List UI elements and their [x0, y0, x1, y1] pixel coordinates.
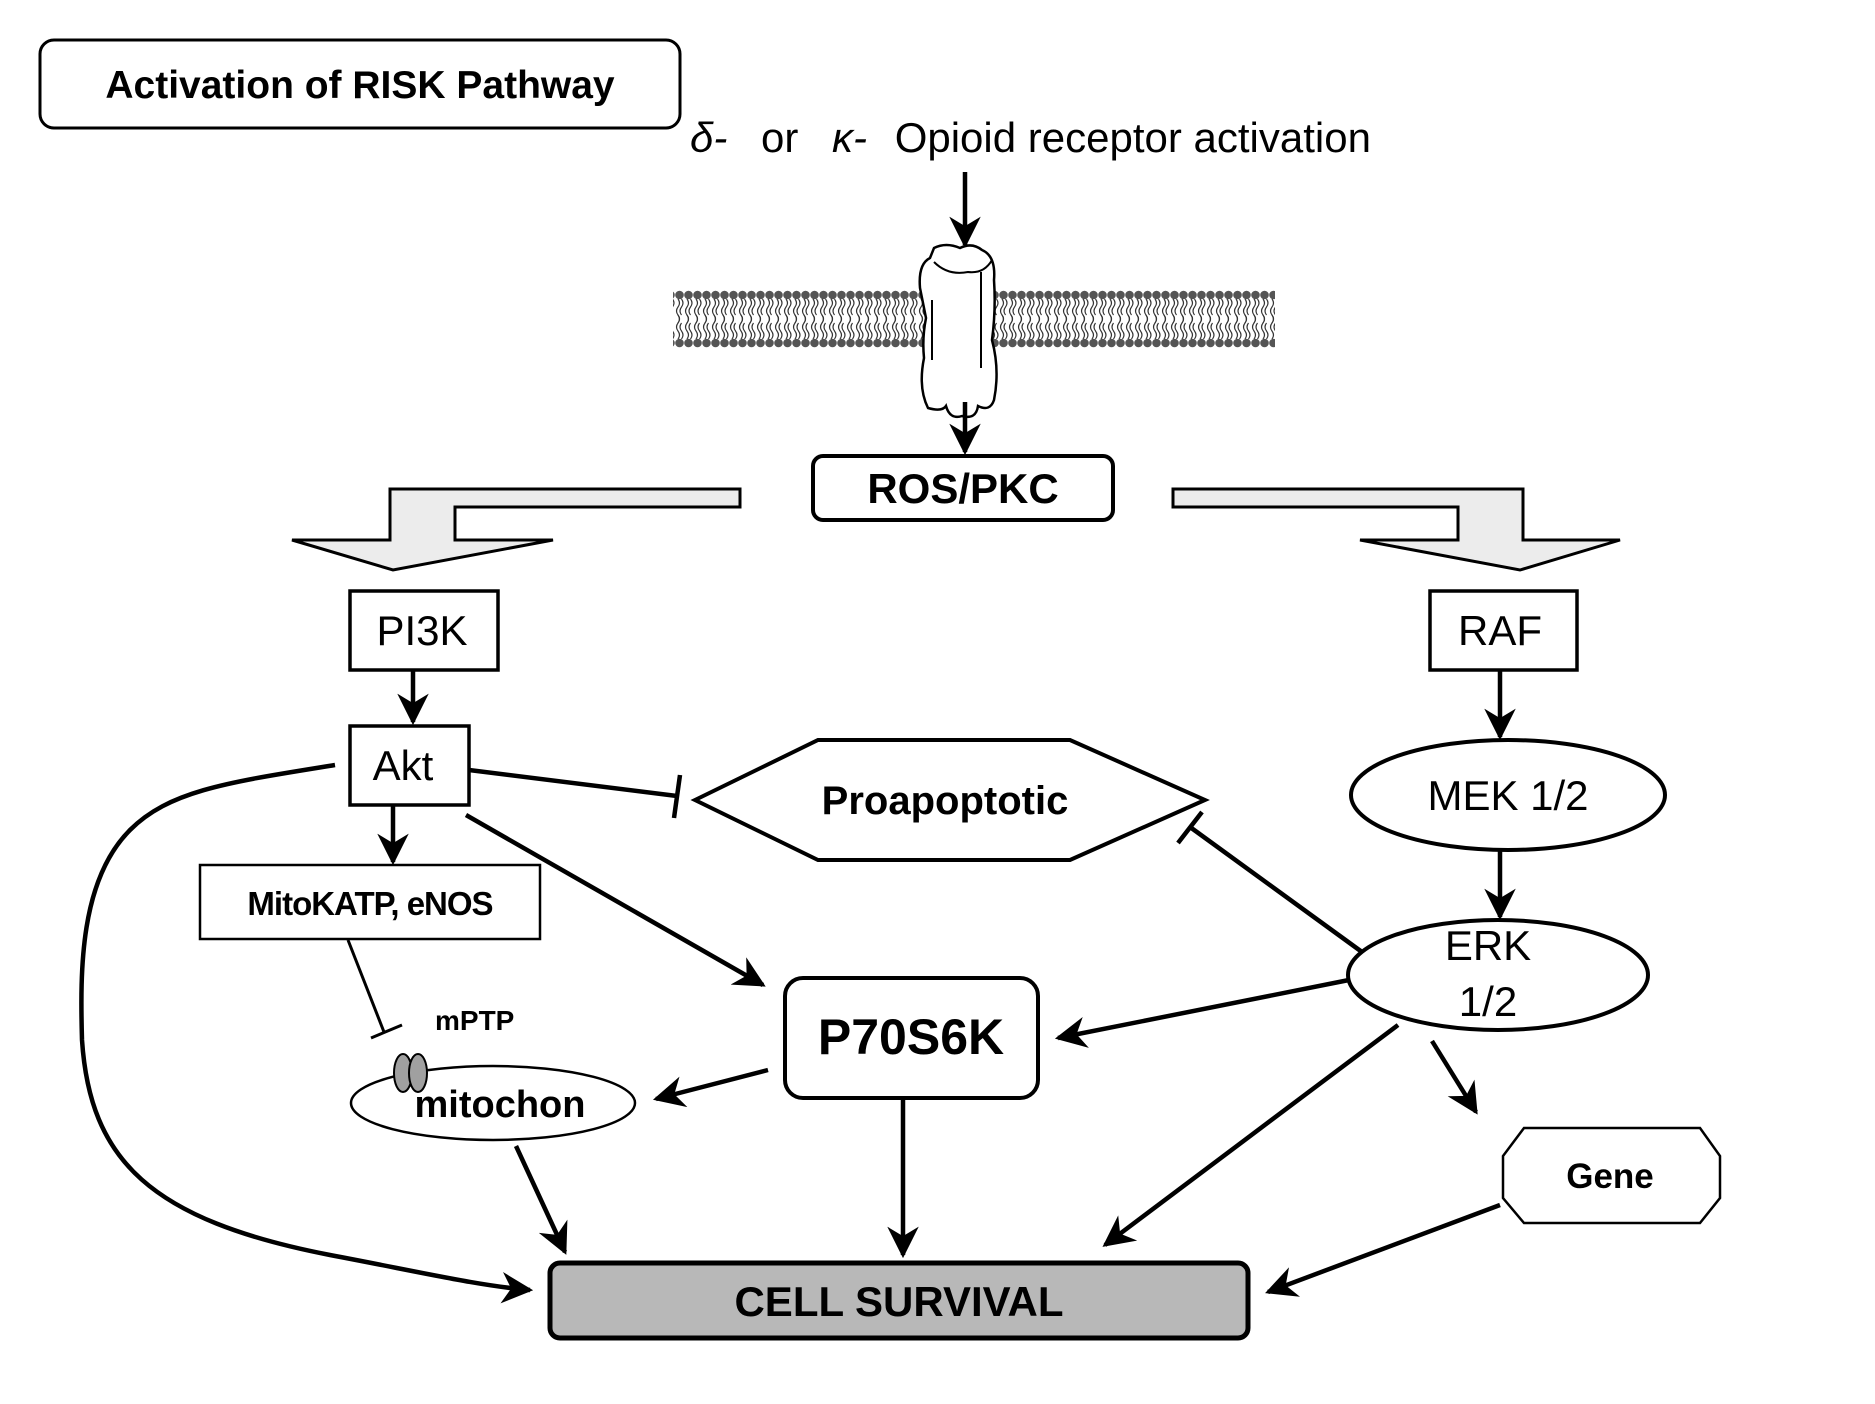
title-box: Activation of RISK Pathway: [38, 38, 682, 130]
erk-label-line2: 1/2: [1459, 978, 1517, 1025]
kappa-symbol: κ-: [832, 114, 867, 161]
edge-erk-cell-survival: [1102, 1023, 1400, 1247]
edge-mitokatp-inhibits-mptp: [346, 939, 403, 1040]
edge-erk-gene: [1430, 1039, 1478, 1115]
edge-mitochon-cell-survival: [513, 1145, 568, 1255]
node-ros-pkc: ROS/PKC: [811, 454, 1115, 522]
node-proapoptotic: Proapoptotic: [690, 738, 1210, 862]
edge-akt-cell-survival: [79, 762, 534, 1304]
mptp-label: mPTP: [435, 1005, 514, 1036]
mptp-pore-icon: [393, 1053, 428, 1093]
mitochon-label: mitochon: [415, 1084, 586, 1126]
edge-p70s6k-mitochon: [652, 1067, 769, 1108]
or-word: or: [761, 114, 798, 161]
p70s6k-label: P70S6K: [818, 1009, 1004, 1065]
edge-erk-p70s6k: [1054, 977, 1350, 1048]
node-akt: Akt: [348, 724, 471, 807]
edge-akt-p70s6k: [464, 813, 766, 987]
raf-label: RAF: [1458, 607, 1542, 654]
proapoptotic-label: Proapoptotic: [822, 779, 1069, 823]
block-arrow-right: [1171, 487, 1621, 572]
stimulus-label: δ- or κ- Opioid receptor activation: [690, 114, 1371, 161]
mek-label: MEK 1/2: [1427, 772, 1588, 819]
node-erk: ERK 1/2: [1346, 918, 1650, 1032]
stimulus-rest: Opioid receptor activation: [895, 114, 1371, 161]
node-raf: RAF: [1428, 589, 1579, 672]
delta-symbol: δ-: [690, 114, 727, 161]
pi3k-label: PI3K: [376, 607, 467, 654]
node-cell-survival: CELL SURVIVAL: [547, 1260, 1251, 1341]
opioid-receptor-icon: [918, 243, 998, 419]
erk-label-line1: ERK: [1445, 922, 1531, 969]
gene-label: Gene: [1566, 1157, 1654, 1196]
cell-survival-label: CELL SURVIVAL: [734, 1278, 1063, 1325]
svg-text:δ- or κ- Opi: δ- or κ- Opioid receptor activation: [690, 114, 1371, 161]
edge-erk-inhibits-proapoptotic: [1176, 810, 1364, 954]
node-p70s6k: P70S6K: [783, 976, 1040, 1100]
edge-akt-inhibits-proapoptotic: [468, 767, 683, 819]
ros-pkc-label: ROS/PKC: [867, 465, 1058, 512]
block-arrow-left: [291, 487, 742, 572]
node-mitokatp-enos: MitoKATP, eNOS: [198, 863, 542, 941]
akt-label: Akt: [373, 742, 434, 789]
mitokatp-label: MitoKATP, eNOS: [247, 885, 492, 922]
node-mek: MEK 1/2: [1349, 738, 1667, 852]
edge-gene-cell-survival: [1265, 1202, 1501, 1297]
node-pi3k: PI3K: [348, 589, 500, 672]
node-gene: Gene: [1501, 1126, 1722, 1225]
title-text: Activation of RISK Pathway: [105, 64, 615, 107]
